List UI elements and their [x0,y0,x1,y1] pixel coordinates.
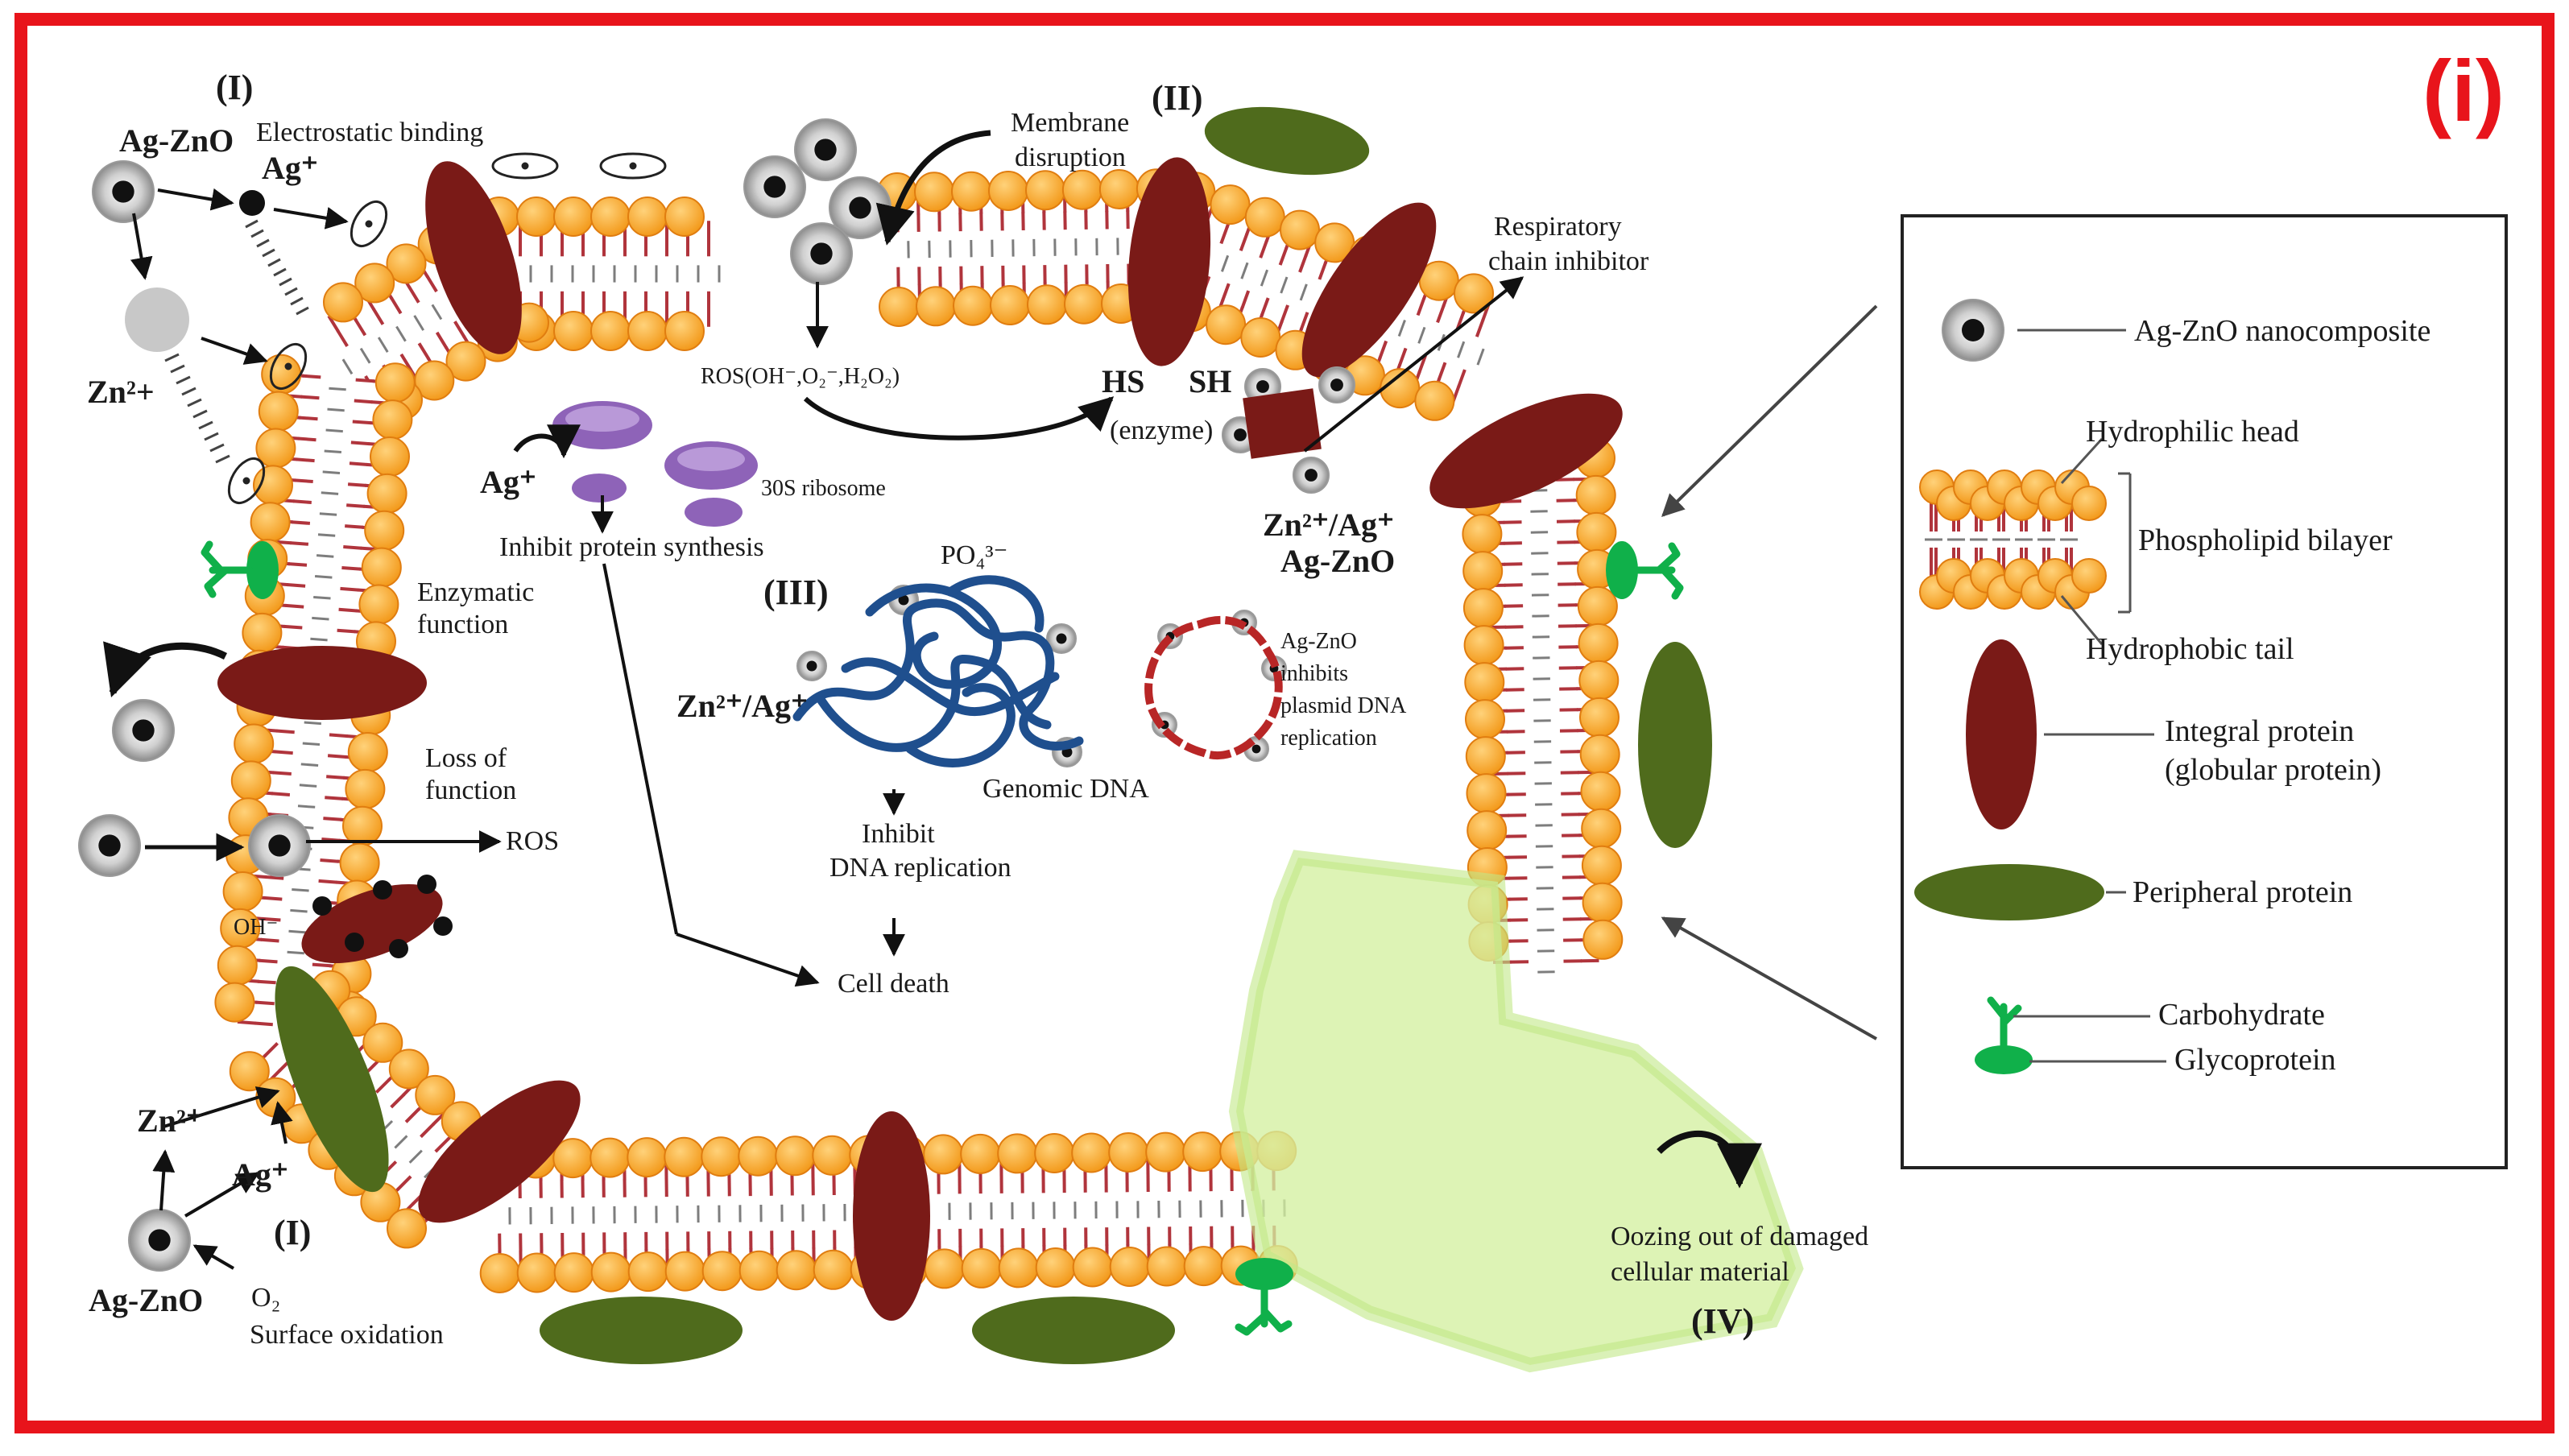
legend-hydrophilic: Hydrophilic head [2086,415,2299,449]
agzno-nanoparticle [113,700,174,761]
label-membrane-2: disruption [1015,143,1126,172]
label-plasmid-1: Ag-ZnO [1280,629,1357,654]
ribosome-30s [552,401,758,527]
label-inhibit-dna-1: Inhibit [862,819,935,849]
label-membrane-1: Membrane [1011,108,1129,138]
label-ag-ribo: Ag⁺ [480,464,536,500]
label-enzymatic-2: function [417,610,508,639]
glycoprotein [1235,1258,1293,1332]
glycoprotein [205,541,279,599]
legend-peripheral: Peripheral protein [2133,875,2352,909]
label-respiratory-2: chain inhibitor [1488,246,1649,276]
legend-hydrophobic: Hydrophobic tail [2086,632,2294,666]
label-ag-ion: Ag⁺ [262,150,318,186]
label-oh: OH⁻ [234,915,278,940]
panel-label: (i) [2422,42,2505,139]
agzno-nanoparticle [797,651,826,680]
label-agzno-bottom: Ag-ZnO [89,1282,203,1318]
peripheral-protein [972,1297,1175,1364]
label-plasmid-4: replication [1280,726,1377,751]
label-zn-ag-dna: Zn²⁺/Ag⁺ [676,688,808,724]
legend-integral-1: Integral protein [2165,714,2354,748]
label-zn-bottom: Zn²⁺ [137,1102,203,1139]
label-respiratory-1: Respiratory [1494,212,1622,242]
label-stage-I-bottom: (I) [274,1213,311,1252]
legend-integral-2: (globular protein) [2165,753,2381,787]
label-surface-oxidation: Surface oxidation [250,1320,444,1350]
label-po4: PO₄³⁻ [941,540,1007,570]
label-electrostatic: Electrostatic binding [256,118,483,147]
oh-radical-dot [417,875,436,894]
label-stage-III: (III) [763,573,829,612]
label-ros: ROS [506,826,559,856]
integral-protein [217,646,427,720]
oh-radical-dot [389,939,408,958]
legend-peripheral-protein-icon [1914,864,2104,920]
oh-radical-dot [345,933,364,952]
label-stage-II: (II) [1152,78,1203,118]
oh-radical-dot [312,896,332,916]
label-sh: SH [1189,363,1231,399]
label-plasmid-3: plasmid DNA [1280,693,1407,718]
agzno-nanoparticle [129,1210,190,1271]
genomic-dna [797,580,1079,763]
peripheral-protein [540,1297,743,1364]
label-inhibit-dna-2: DNA replication [829,853,1011,883]
oh-radical-dot [433,916,453,936]
label-enzyme: (enzyme) [1110,416,1213,445]
legend: Ag-ZnO nanocomposite Hydrophilic head Ph… [1902,216,2506,1168]
label-loss-1: Loss of [425,743,507,773]
legend-nanoparticle-icon [1942,300,2004,361]
legend-glycoprotein: Glycoprotein [2174,1043,2336,1077]
label-ros-species: ROS(OH⁻,O₂⁻,H₂O₂) [701,364,900,389]
label-inhibit-protein: Inhibit protein synthesis [499,532,764,562]
agzno-nanoparticle [1293,457,1329,493]
legend-carbohydrate: Carbohydrate [2158,998,2325,1032]
label-agzno-top: Ag-ZnO [119,122,234,159]
agzno-nanoparticle [791,223,852,284]
zinc-ion-particle [125,287,189,352]
legend-nanocomposite: Ag-ZnO nanocomposite [2134,314,2430,348]
label-stage-IV: (IV) [1691,1301,1754,1341]
peripheral-protein [1638,642,1712,848]
agzno-nanoparticle [93,161,154,222]
silver-ion [239,190,265,216]
label-oozing-2: cellular material [1611,1257,1789,1287]
label-zn-ion: Zn²+ [87,374,155,410]
agzno-nanoparticle [795,119,856,180]
label-cell-death: Cell death [838,969,949,999]
integral-protein [853,1111,930,1321]
legend-integral-protein-icon [1966,639,2037,829]
label-zn-ag-1: Zn²⁺/Ag⁺ [1263,507,1394,543]
label-hs: HS [1102,363,1144,399]
label-plasmid-2: inhibits [1280,661,1348,686]
plasmid-dna [1148,620,1279,755]
agzno-nanoparticle [744,156,805,217]
peripheral-protein [1200,97,1373,184]
agzno-nanoparticle [79,815,140,876]
legend-bilayer: Phospholipid bilayer [2138,523,2393,557]
label-o2: O₂ [251,1283,280,1313]
glycoprotein [1606,541,1680,599]
label-genomic: Genomic DNA [983,774,1149,804]
label-ag-bottom: Ag⁺ [232,1156,288,1193]
label-enzymatic-1: Enzymatic [417,577,534,607]
label-stage-I-top: (I) [216,68,253,107]
label-zn-ag-2: Ag-ZnO [1280,543,1395,579]
label-loss-2: function [425,776,516,805]
label-ribosome: 30S ribosome [761,476,886,501]
agzno-nanoparticle [249,815,310,876]
oh-radical-dot [373,880,392,900]
agzno-nanoparticle [1319,367,1355,403]
label-oozing-1: Oozing out of damaged [1611,1222,1868,1251]
